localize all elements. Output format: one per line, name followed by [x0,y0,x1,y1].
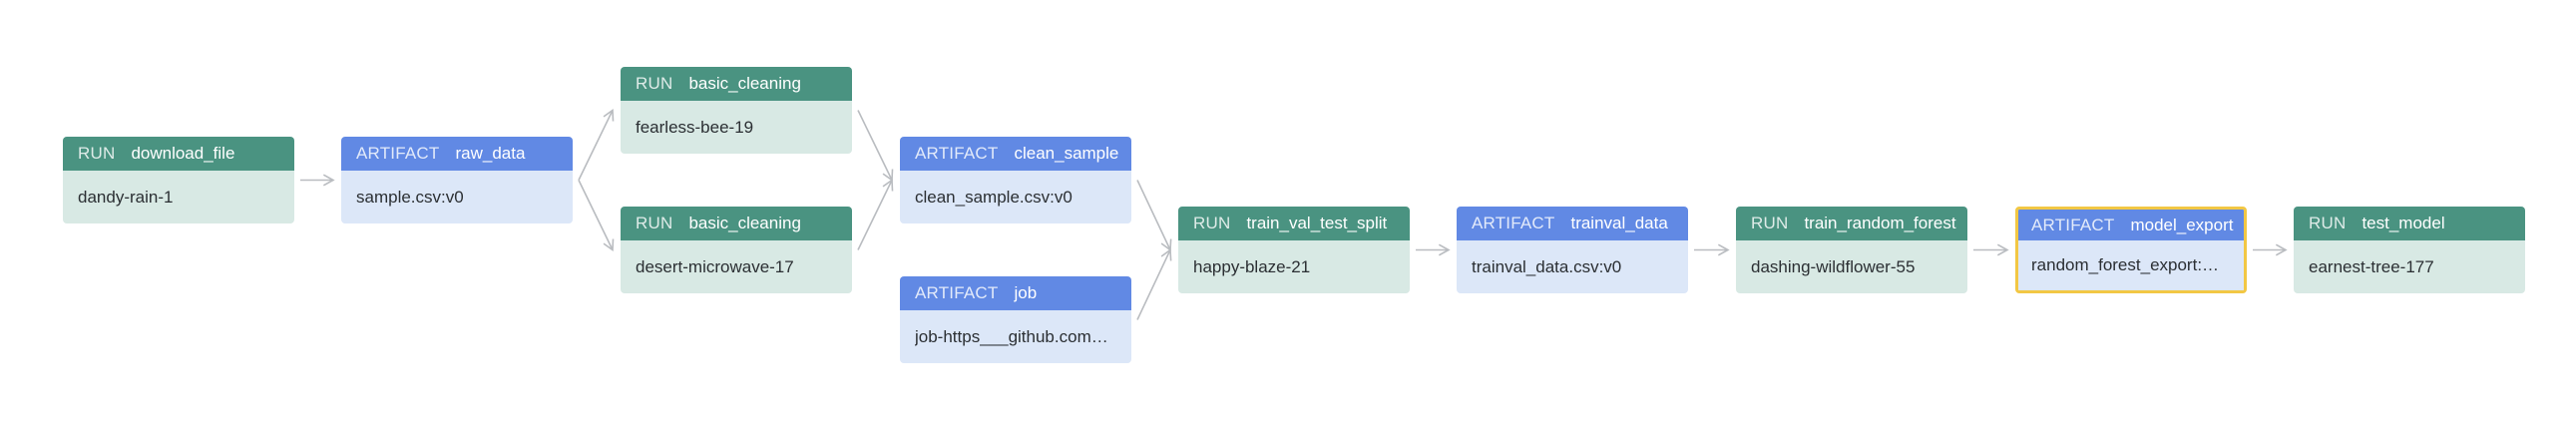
node-body: random_forest_export:… [2018,240,2244,290]
node-header: ARTIFACT job [900,276,1131,310]
node-kind-label: ARTIFACT [1472,214,1555,232]
edge-arrowhead-icon [882,169,894,183]
node-title: train_val_test_split [1246,214,1388,232]
node-header: RUN basic_cleaning [621,67,852,101]
edge-arrowhead-icon [1160,247,1172,261]
node-kind-label: ARTIFACT [2031,215,2115,234]
node-run-test-model[interactable]: RUN test_model earnest-tree-177 [2294,207,2525,293]
node-value: sample.csv:v0 [356,187,464,207]
node-kind-label: RUN [636,214,673,232]
node-title: model_export [2130,215,2234,234]
node-run-train-random-forest[interactable]: RUN train_random_forest dashing-wildflow… [1736,207,1967,293]
node-body: dashing-wildflower-55 [1736,240,1967,293]
node-artifact-model-export[interactable]: ARTIFACT model_export random_forest_expo… [2015,207,2247,293]
node-header: ARTIFACT trainval_data [1457,207,1688,240]
node-value: random_forest_export:… [2031,255,2220,274]
edge-arrowhead-icon [1438,243,1451,256]
node-value: dandy-rain-1 [78,187,174,207]
node-body: dandy-rain-1 [63,171,294,223]
node-title: job [1014,283,1038,302]
node-artifact-clean-sample[interactable]: ARTIFACT clean_sample clean_sample.csv:v… [900,137,1131,223]
edge-arrowhead-icon [603,108,615,122]
node-body: earnest-tree-177 [2294,240,2525,293]
node-header: ARTIFACT raw_data [341,137,573,171]
node-kind-label: ARTIFACT [356,144,440,163]
node-kind-label: RUN [1751,214,1789,232]
node-value: clean_sample.csv:v0 [915,187,1073,207]
edge-n5-n7 [1136,180,1171,250]
node-body: job-https___github.com… [900,310,1131,363]
node-value: job-https___github.com… [915,326,1108,346]
edge-n2-n4 [578,180,614,250]
node-header: RUN download_file [63,137,294,171]
node-title: basic_cleaning [688,74,801,93]
node-header: RUN basic_cleaning [621,207,852,240]
node-title: clean_sample [1014,144,1119,163]
node-body: sample.csv:v0 [341,171,573,223]
node-header: RUN test_model [2294,207,2525,240]
node-run-basic-cleaning-2[interactable]: RUN basic_cleaning desert-microwave-17 [621,207,852,293]
node-kind-label: RUN [636,74,673,93]
node-kind-label: ARTIFACT [915,144,999,163]
node-body: happy-blaze-21 [1178,240,1410,293]
edge-arrowhead-icon [2275,243,2288,256]
node-value: trainval_data.csv:v0 [1472,256,1622,276]
node-header: ARTIFACT clean_sample [900,137,1131,171]
edge-arrowhead-icon [322,174,335,187]
node-kind-label: RUN [1193,214,1231,232]
node-title: test_model [2361,214,2445,232]
node-value: happy-blaze-21 [1193,256,1311,276]
node-artifact-trainval-data[interactable]: ARTIFACT trainval_data trainval_data.csv… [1457,207,1688,293]
node-value: earnest-tree-177 [2309,256,2434,276]
node-artifact-raw-data[interactable]: ARTIFACT raw_data sample.csv:v0 [341,137,573,223]
node-title: raw_data [455,144,526,163]
node-header: ARTIFACT model_export [2018,210,2244,240]
node-kind-label: RUN [2309,214,2347,232]
edge-n4-n5 [857,180,893,250]
edge-n6-n7 [1136,249,1171,320]
node-run-basic-cleaning-1[interactable]: RUN basic_cleaning fearless-bee-19 [621,67,852,154]
edge-arrowhead-icon [1996,243,2009,256]
node-body: fearless-bee-19 [621,101,852,154]
edge-arrowhead-icon [1160,238,1172,252]
edge-n2-n3 [578,110,614,181]
node-body: trainval_data.csv:v0 [1457,240,1688,293]
edge-n3-n5 [857,110,893,181]
node-header: RUN train_val_test_split [1178,207,1410,240]
node-body: desert-microwave-17 [621,240,852,293]
node-title: trainval_data [1570,214,1668,232]
edge-arrowhead-icon [1717,243,1730,256]
node-kind-label: RUN [78,144,116,163]
node-artifact-job[interactable]: ARTIFACT job job-https___github.com… [900,276,1131,363]
node-title: train_random_forest [1804,214,1956,232]
node-title: download_file [131,144,235,163]
node-value: desert-microwave-17 [636,256,794,276]
node-run-train-val-test-split[interactable]: RUN train_val_test_split happy-blaze-21 [1178,207,1410,293]
node-value: dashing-wildflower-55 [1751,256,1916,276]
node-run-download-file[interactable]: RUN download_file dandy-rain-1 [63,137,294,223]
edge-arrowhead-icon [603,238,615,252]
node-kind-label: ARTIFACT [915,283,999,302]
edge-arrowhead-icon [882,178,894,192]
node-title: basic_cleaning [688,214,801,232]
node-body: clean_sample.csv:v0 [900,171,1131,223]
node-value: fearless-bee-19 [636,117,754,137]
node-header: RUN train_random_forest [1736,207,1967,240]
